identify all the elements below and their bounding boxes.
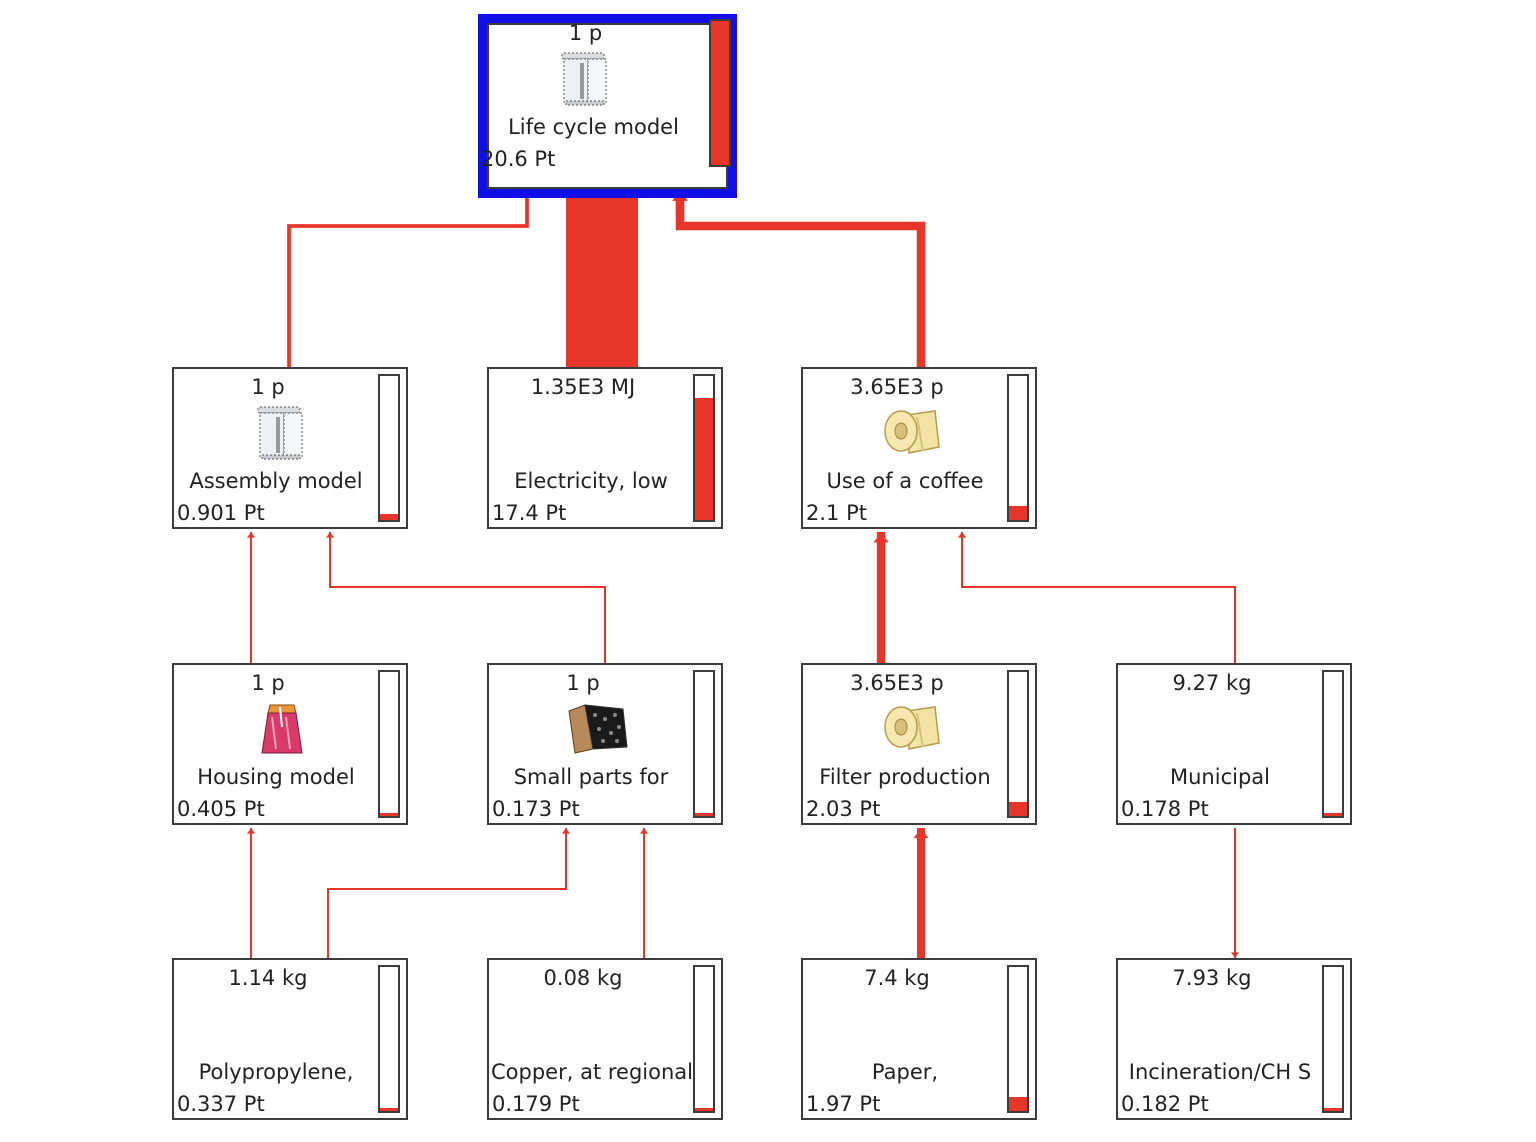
node-score-bar-fill [1324, 813, 1342, 816]
flow-arrowhead [562, 828, 570, 834]
node-score-bar [693, 670, 715, 818]
process-node-life-cycle-model[interactable]: 1 p Life cycle model 20.6 Pt [478, 14, 737, 198]
node-amount: 7.4 kg [864, 966, 930, 990]
flow-link-electricity-to-life-cycle [566, 188, 638, 367]
flow-arrowhead [326, 532, 334, 538]
node-name: Small parts for [513, 765, 669, 789]
process-node-housing-model[interactable]: 1 p Housing model 0.405 Pt [172, 663, 408, 825]
node-name: Copper, at regional [491, 1060, 691, 1084]
node-name: Use of a coffee [826, 469, 984, 493]
node-name: Paper, [871, 1060, 939, 1084]
node-score-bar-fill [1009, 801, 1027, 816]
node-score-bar-fill [380, 813, 398, 816]
flow-link-assembly-to-life [287, 190, 529, 367]
process-node-paper[interactable]: 7.4 kg Paper, 1.97 Pt [801, 958, 1037, 1120]
node-name: Incineration/CH S [1128, 1060, 1312, 1084]
flow-arrowhead [1231, 952, 1239, 958]
process-node-incineration[interactable]: 7.93 kg Incineration/CH S 0.182 Pt [1116, 958, 1352, 1120]
node-score: 0.405 Pt [177, 797, 265, 821]
node-score-bar-fill [1009, 505, 1027, 520]
node-amount: 1 p [251, 375, 285, 399]
node-name: Municipal [1170, 765, 1270, 789]
node-score-bar [378, 374, 400, 522]
node-score-bar-fill [695, 397, 713, 520]
node-score: 0.178 Pt [1121, 797, 1209, 821]
process-node-polypropylene[interactable]: 1.14 kg Polypropylene, 0.337 Pt [172, 958, 408, 1120]
node-amount: 9.27 kg [1172, 671, 1252, 695]
flow-arrowhead [247, 532, 255, 538]
node-amount: 0.08 kg [543, 966, 623, 990]
node-name: Assembly model [189, 469, 363, 493]
node-amount: 1 p [251, 671, 285, 695]
process-node-municipal[interactable]: 9.27 kg Municipal 0.178 Pt [1116, 663, 1352, 825]
process-node-use-of-a-coffee[interactable]: 3.65E3 p Use of a coffee 2.1 Pt [801, 367, 1037, 529]
flow-link-municipal-to-usecoffee [961, 532, 1236, 663]
node-amount: 1 p [568, 21, 603, 45]
flow-link-usecoffee-to-life [675, 190, 926, 367]
housing-icon [261, 704, 303, 754]
node-name: Housing model [197, 765, 355, 789]
flow-arrowhead [873, 532, 889, 543]
node-amount: 1.35E3 MJ [530, 375, 636, 399]
node-score-bar [378, 965, 400, 1113]
flow-arrowhead [640, 828, 648, 834]
node-score: 0.337 Pt [177, 1092, 265, 1116]
flow-arrowhead [958, 532, 966, 538]
node-amount: 3.65E3 p [850, 671, 944, 695]
node-score-bar [1007, 670, 1029, 818]
node-score: 0.182 Pt [1121, 1092, 1209, 1116]
node-amount: 7.93 kg [1172, 966, 1252, 990]
node-name: Polypropylene, [198, 1060, 354, 1084]
node-amount: 1 p [566, 671, 600, 695]
node-amount: 3.65E3 p [850, 375, 944, 399]
node-score-bar-fill [711, 21, 729, 165]
node-score-bar [378, 670, 400, 818]
node-score-bar-fill [380, 1108, 398, 1111]
node-score-bar [693, 965, 715, 1113]
flow-link-polypropylene-to-smallparts [327, 828, 567, 958]
process-node-filter-production[interactable]: 3.65E3 p Filter production 2.03 Pt [801, 663, 1037, 825]
node-name: Life cycle model [508, 115, 679, 139]
node-name: Electricity, low [514, 469, 668, 493]
node-score-bar-fill [695, 813, 713, 816]
flow-link-smallparts-to-assembly [329, 532, 606, 663]
node-score-bar [1322, 965, 1344, 1113]
node-score: 17.4 Pt [492, 501, 567, 525]
node-score-bar-fill [695, 1108, 713, 1111]
node-score: 1.97 Pt [806, 1092, 881, 1116]
paper-roll-icon [884, 706, 940, 750]
process-node-electricity-low[interactable]: 1.35E3 MJ Electricity, low 17.4 Pt [487, 367, 723, 529]
node-score-bar-fill [1009, 1096, 1027, 1111]
node-amount: 1.14 kg [228, 966, 308, 990]
node-score: 0.901 Pt [177, 501, 265, 525]
small-parts-icon [568, 704, 628, 754]
node-score-bar [693, 374, 715, 522]
paper-roll-icon [884, 410, 940, 454]
node-name: Filter production [819, 765, 991, 789]
node-score: 20.6 Pt [481, 147, 556, 171]
node-score-bar [709, 19, 731, 167]
node-score-bar-fill [380, 514, 398, 520]
node-score: 0.173 Pt [492, 797, 580, 821]
node-score-bar [1322, 670, 1344, 818]
node-score-bar-fill [1324, 1108, 1342, 1111]
node-score-bar [1007, 374, 1029, 522]
process-node-copper[interactable]: 0.08 kg Copper, at regional 0.179 Pt [487, 958, 723, 1120]
coffee-machine-icon [561, 52, 607, 106]
process-node-assembly-model[interactable]: 1 p Assembly model 0.901 Pt [172, 367, 408, 529]
node-score: 2.03 Pt [806, 797, 881, 821]
coffee-machine-icon [257, 406, 303, 460]
node-score: 2.1 Pt [806, 501, 867, 525]
flow-arrowhead [247, 828, 255, 834]
flow-arrowhead [913, 828, 929, 839]
node-score-bar [1007, 965, 1029, 1113]
process-node-small-parts[interactable]: 1 p Small parts for 0.173 Pt [487, 663, 723, 825]
node-score: 0.179 Pt [492, 1092, 580, 1116]
